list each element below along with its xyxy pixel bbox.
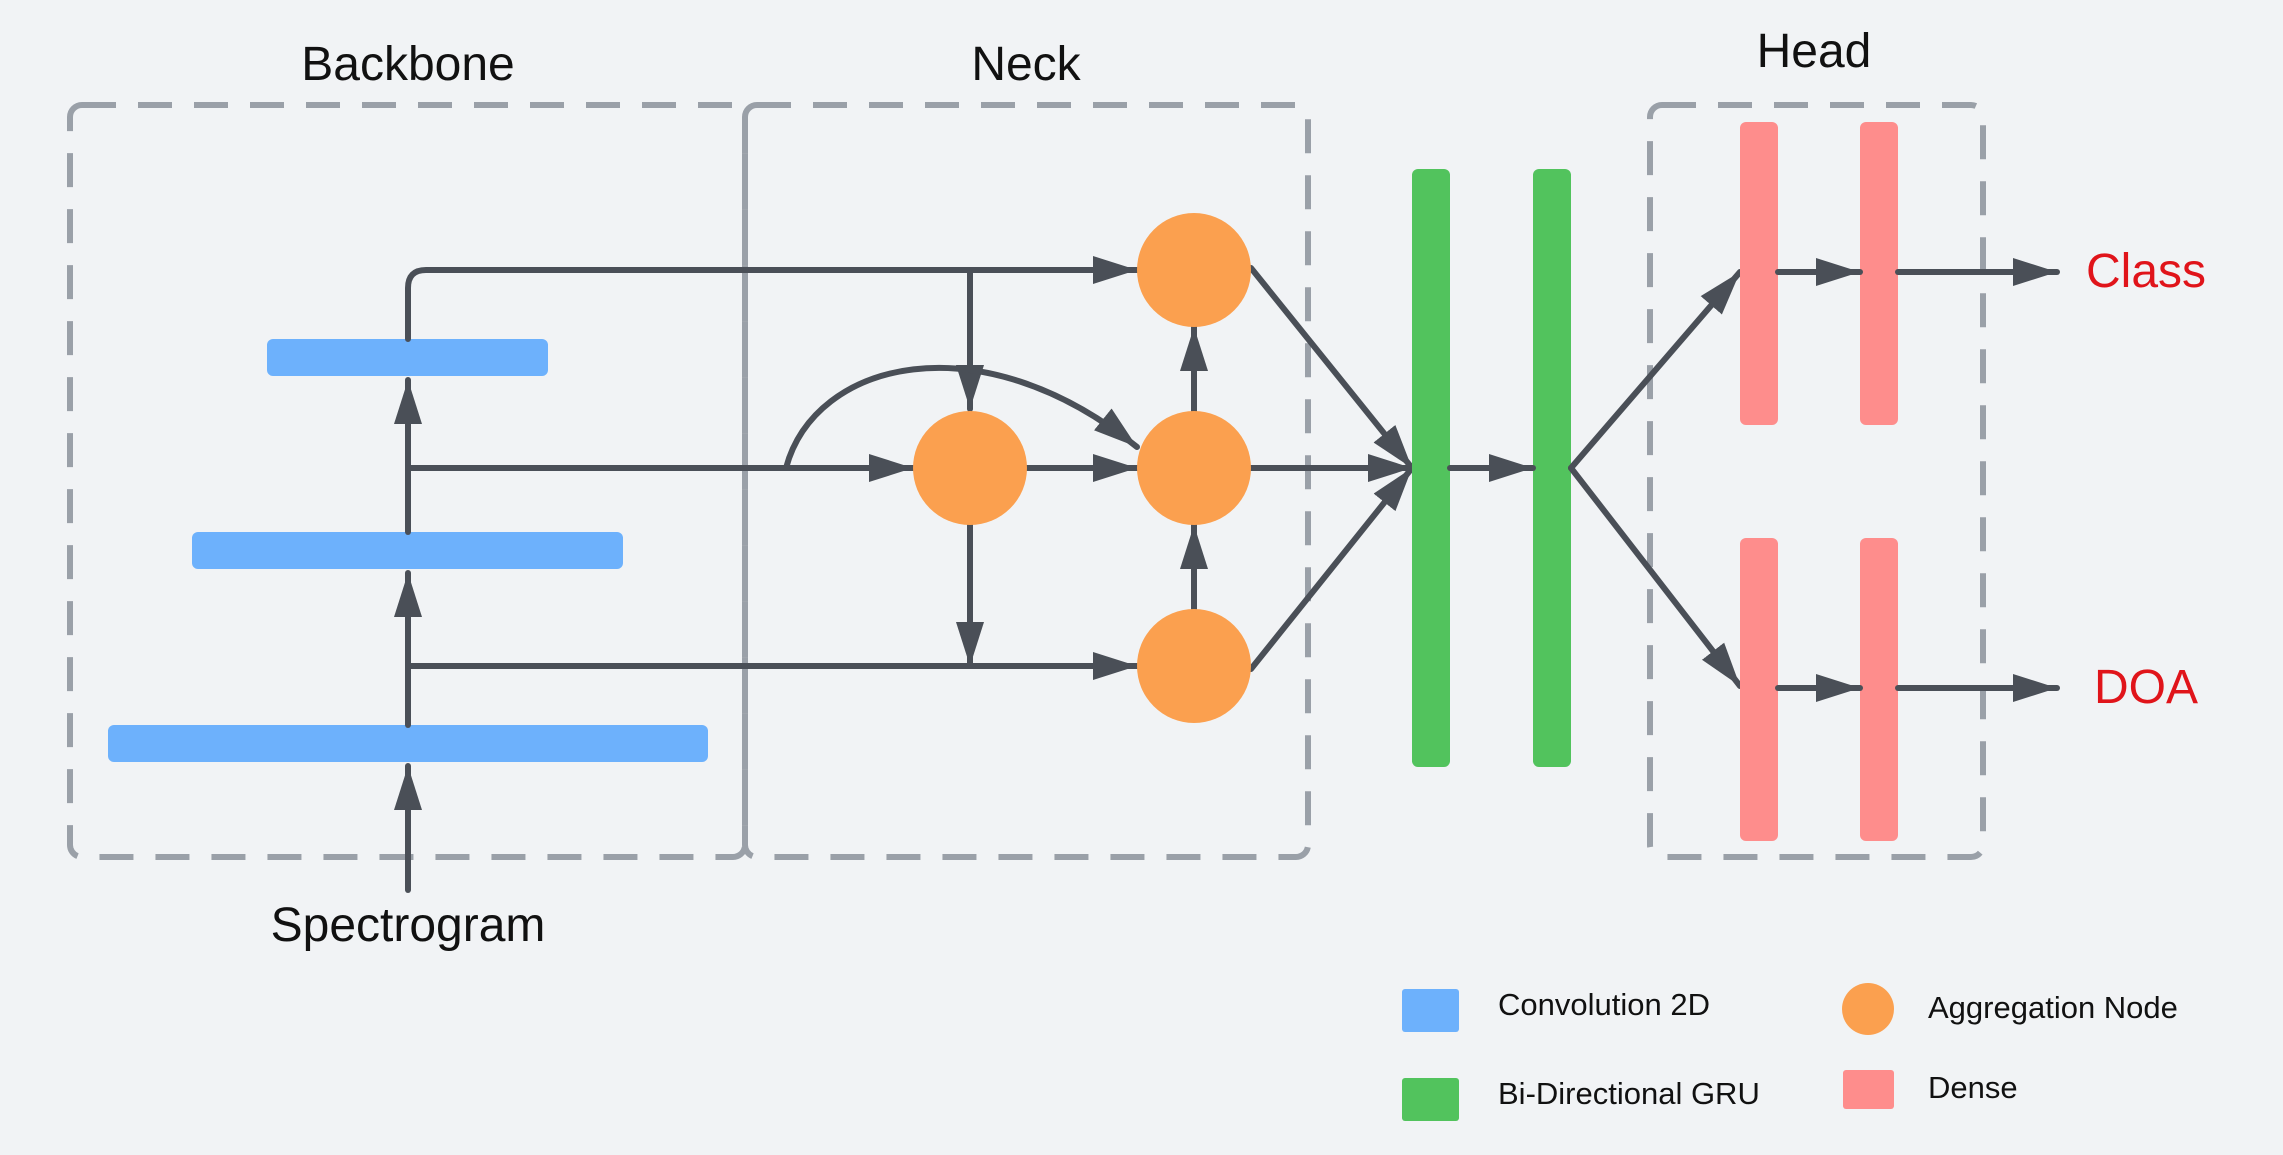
gru-layer-1 (1412, 169, 1450, 767)
class-output-label: Class (2086, 245, 2207, 298)
aggregation-node-left (913, 411, 1027, 525)
aggregation-node-bottom (1137, 609, 1251, 723)
arrow-gru-to-doa-head (1568, 465, 1743, 689)
legend-swatch-aggregation (1842, 983, 1894, 1035)
aggregation-node-top (1137, 213, 1251, 327)
arrow-node-top-to-gru (1248, 265, 1415, 471)
dense-class-2 (1860, 122, 1898, 425)
legend-label-convolution: Convolution 2D (1498, 987, 1710, 1022)
arrow-node-bottom-to-gru (1248, 465, 1415, 672)
gru-layer-2 (1533, 169, 1571, 767)
arrow-curve-to-node-mid (783, 365, 1140, 471)
dense-doa-1 (1740, 538, 1778, 841)
doa-output-label: DOA (2094, 661, 2199, 714)
head-box (1647, 102, 1986, 860)
aggregation-node-mid (1137, 411, 1251, 525)
conv-layer-bottom (108, 725, 708, 762)
legend-label-gru: Bi-Directional GRU (1498, 1076, 1760, 1111)
dense-class-1 (1740, 122, 1778, 425)
legend-swatch-convolution (1402, 989, 1459, 1032)
neck-box (742, 102, 1311, 860)
conv-layer-top (267, 339, 548, 376)
arrow-gru-to-class-head (1568, 269, 1743, 471)
dense-doa-2 (1860, 538, 1898, 841)
head-title: Head (1756, 25, 1872, 78)
legend-swatch-dense (1843, 1070, 1894, 1109)
input-label: Spectrogram (270, 899, 546, 952)
arrow-conv1-to-node-top (405, 256, 1140, 342)
legend-swatch-gru (1402, 1078, 1459, 1121)
backbone-title: Backbone (301, 38, 515, 91)
legend-label-aggregation: Aggregation Node (1928, 990, 2178, 1025)
neck-title: Neck (971, 38, 1081, 91)
conv-layer-mid (192, 532, 623, 569)
legend-label-dense: Dense (1928, 1070, 2018, 1105)
